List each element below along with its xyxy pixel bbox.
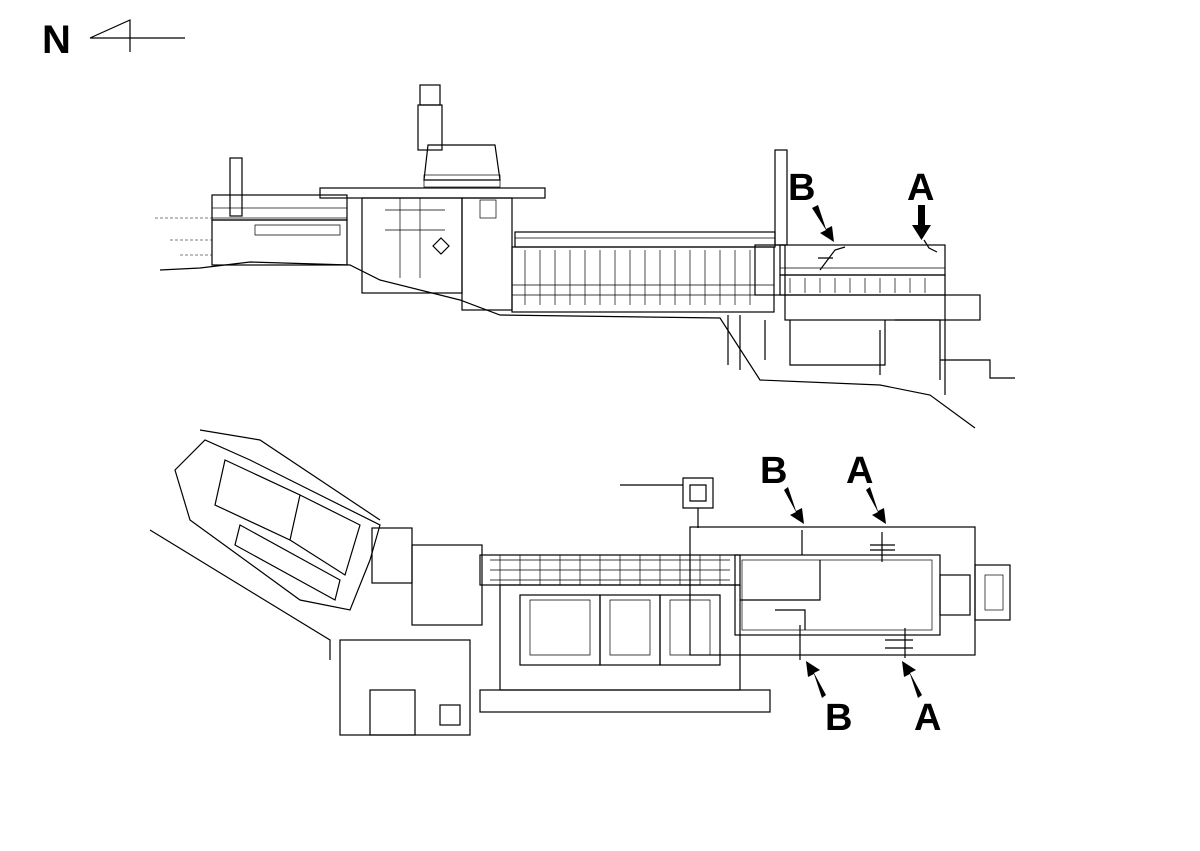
- elevation-marker-a-label: A: [907, 167, 934, 209]
- arrow-icon: [866, 487, 886, 524]
- floor-plan: B A B A: [149, 429, 1011, 739]
- arrow-icon: [784, 487, 804, 524]
- plan-marker-b-bottom-label: B: [825, 697, 852, 739]
- north-arrow: N: [42, 18, 185, 62]
- plan-marker-a-bottom-label: A: [914, 697, 941, 739]
- arrow-icon: [902, 661, 922, 698]
- elevation-marker-b-label: B: [788, 167, 815, 209]
- plan-marker-a-top-label: A: [846, 450, 873, 492]
- plan-marker-b-top-label: B: [760, 450, 787, 492]
- arrow-icon: [812, 205, 834, 242]
- arrow-icon: [806, 661, 826, 698]
- north-arrow-icon: [89, 19, 185, 52]
- arrow-icon: [912, 205, 931, 240]
- elevation-drawing: B A: [155, 84, 1015, 429]
- north-label: N: [42, 18, 71, 62]
